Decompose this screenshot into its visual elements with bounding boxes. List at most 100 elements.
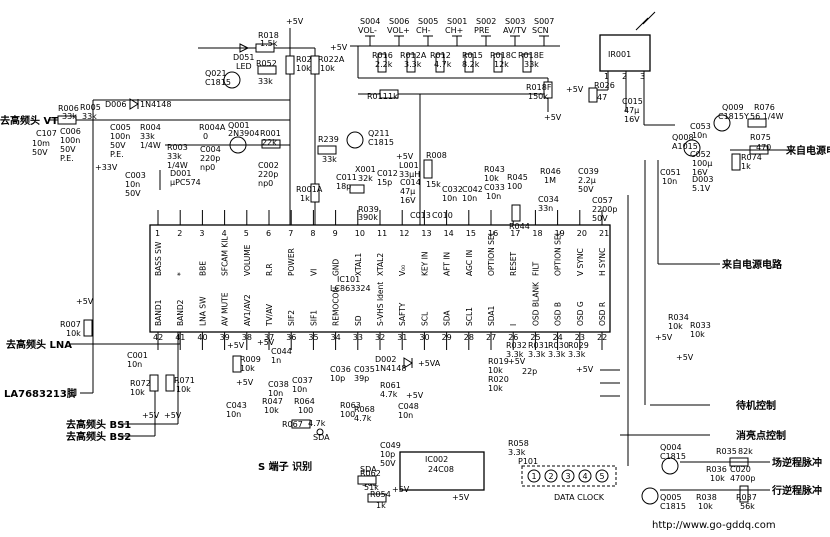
svg-text:3.3k: 3.3k [548,350,566,359]
svg-text:50V: 50V [380,459,396,468]
svg-text:R007: R007 [60,320,81,329]
ic101-pin-signal: OSD B [554,302,563,326]
key-switch-name: CH+ [445,26,463,35]
key-switch-ref: S004 [360,17,380,26]
svg-text:Q001: Q001 [228,121,250,130]
svg-text:R020: R020 [488,375,509,384]
svg-text:R063: R063 [340,401,361,410]
key-switch-ref: S002 [476,17,496,26]
svg-text:3.3k: 3.3k [506,350,524,359]
svg-text:100: 100 [298,406,313,415]
svg-text:R006: R006 [58,104,79,113]
svg-text:C013: C013 [410,211,431,220]
ic101-pin-number: 14 [444,229,454,238]
svg-text:C032: C032 [442,185,463,194]
key-switch-ref: S003 [505,17,525,26]
svg-text:C015: C015 [622,97,643,106]
svg-text:1N4148: 1N4148 [375,364,406,373]
svg-text:C004: C004 [200,145,221,154]
p101-pin-number: 3 [566,472,571,481]
ic101-pin-signal: AV1/AV2 [243,294,252,326]
svg-text:C048: C048 [398,402,419,411]
svg-text:+5V: +5V [576,365,594,374]
svg-text:10k: 10k [320,64,335,73]
ic101-pin-number: 24 [553,333,563,342]
svg-text:1N4148: 1N4148 [140,100,171,109]
svg-text:2: 2 [622,72,627,81]
svg-text:10k: 10k [488,366,503,375]
svg-text:C012: C012 [377,169,398,178]
svg-text:R076: R076 [754,103,775,112]
svg-text:C038: C038 [268,380,289,389]
svg-text:33k: 33k [322,155,337,164]
ic101-pin-number: 17 [510,229,520,238]
key-switch-name: AV/TV [503,26,527,35]
ir-light-icon [635,11,656,31]
ic101-pin-signal: V SYNC [576,248,585,276]
svg-text:10k: 10k [690,330,705,339]
svg-text:1.5k: 1.5k [260,39,278,48]
svg-text:R012: R012 [430,51,451,60]
svg-text:C1815: C1815 [660,452,686,461]
svg-text:32k: 32k [358,174,373,183]
key-switch-bank: S004VOL-S006VOL+S005CH-S001CH+S002PRES00… [358,17,554,46]
ic101-pin-number: 20 [577,229,587,238]
label-la7683: LA7683213脚 [4,387,77,400]
ic101-pin-number: 34 [331,333,341,342]
label-from-power: 来自电源电路 [785,144,830,157]
svg-text:47μ: 47μ [624,106,639,115]
ir-receiver [599,34,651,72]
svg-text:A1015: A1015 [672,142,698,151]
svg-text:1k: 1k [300,194,310,203]
svg-text:R004: R004 [140,123,161,132]
svg-text:2N3904: 2N3904 [228,129,259,138]
label-tuner-vt: 去高频头 VT [0,114,58,127]
svg-text:Q005: Q005 [660,493,682,502]
ic002-ref: IC002 [425,455,448,464]
svg-text:100: 100 [340,410,355,419]
svg-text:C039: C039 [578,167,599,176]
svg-text:L001: L001 [399,161,419,170]
p101-pin [595,469,609,483]
svg-text:D002: D002 [375,355,396,364]
q211-transistor [346,131,364,149]
d002-diode-icon [403,357,413,369]
ic101-pin-signal: AV MUTE [221,292,230,326]
label-vert-flyback: 场逆程脉冲 [772,456,822,469]
label-s-terminal: S 端子 识别 [258,460,312,473]
ic101-ref: IC101 [337,275,360,284]
ic101-pin-number: 25 [530,333,540,342]
svg-text:3.3k: 3.3k [528,350,546,359]
svg-text:33k: 33k [167,152,182,161]
svg-text:1k: 1k [376,501,386,510]
svg-text:R033: R033 [690,321,711,330]
svg-text:P.E.: P.E. [110,150,124,159]
ic101-pin-number: 38 [242,333,252,342]
p101-pin-number: 5 [600,472,605,481]
svg-text:R239: R239 [318,135,339,144]
svg-text:R003: R003 [167,143,188,152]
net-sda-left: SDA [313,433,330,442]
svg-text:3.3k: 3.3k [508,448,526,457]
svg-text:R047: R047 [262,397,283,406]
svg-text:10n: 10n [462,194,477,203]
ic101-pin-signal: VI [309,269,318,276]
svg-text:+5V: +5V [655,333,673,342]
svg-text:C035: C035 [354,365,375,374]
ic101-pin-signal: RESET [509,252,518,276]
svg-text:D051: D051 [233,53,254,62]
ic101-pin-signal: BAND1 [154,299,163,326]
ic101-pin-signal: GND [332,259,341,276]
svg-text:+5V: +5V [236,378,254,387]
ic101-pin-signal: SCL1 [465,307,474,326]
svg-text:C020: C020 [730,465,751,474]
svg-text:15p: 15p [377,178,392,187]
svg-text:8.2k: 8.2k [462,60,480,69]
q004-transistor [661,457,679,475]
svg-text:4.7k: 4.7k [354,414,372,423]
ic101-pin-signal: SIF2 [287,310,296,326]
svg-text:3.3k: 3.3k [404,60,422,69]
svg-text:10k: 10k [176,385,191,394]
ic101-pin-signal: BAND2 [176,299,185,326]
